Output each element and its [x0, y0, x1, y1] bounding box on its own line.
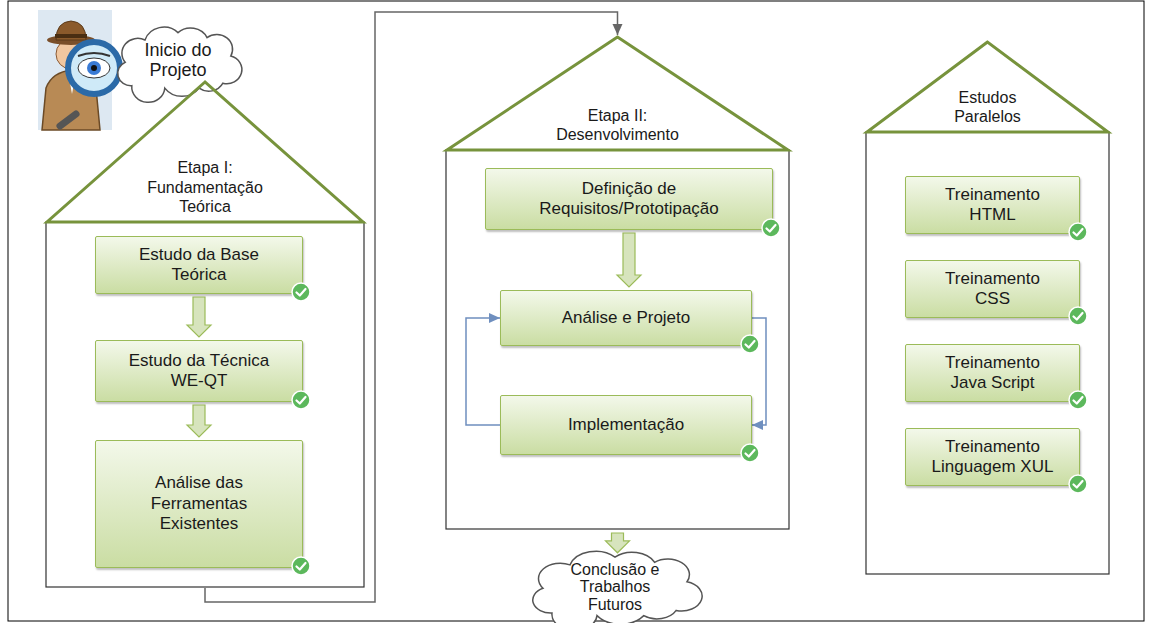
- box-label: Estudo da Técnica WE-QT: [119, 351, 279, 392]
- process-box: Análise e Projeto: [500, 290, 752, 346]
- check-mark: [746, 450, 755, 457]
- process-box: Treinamento CSS: [905, 260, 1080, 318]
- frame: [8, 1, 1144, 621]
- check-circle: [1069, 307, 1087, 325]
- stage-house: Etapa I: Fundamentação TeóricaEstudo da …: [45, 80, 365, 588]
- block-arrow: [187, 405, 211, 437]
- eyebrow: [78, 53, 110, 56]
- stage-house: Estudos ParalelosTreinamento HTML Treinam…: [865, 40, 1110, 575]
- stage-heading: Etapa II: Desenvolvimento: [543, 106, 693, 144]
- house-body: [866, 132, 1109, 574]
- check-circle: [1069, 223, 1087, 241]
- check-circle: [741, 335, 759, 353]
- process-box: Treinamento Java Script: [905, 344, 1080, 402]
- iris: [87, 61, 101, 75]
- process-box: Estudo da Técnica WE-QT: [95, 340, 303, 402]
- house-roof: [47, 82, 363, 222]
- cloud-label: Conclusão e Trabalhos Futuros: [563, 561, 668, 614]
- box-label: Treinamento Linguagem XUL: [928, 437, 1058, 478]
- detective-illustration: [38, 10, 120, 130]
- check-icon: [291, 282, 311, 302]
- check-icon: [291, 556, 311, 576]
- check-mark: [746, 341, 755, 348]
- check-mark: [1074, 481, 1083, 488]
- check-mark: [297, 397, 306, 404]
- box-label: Análise e Projeto: [562, 308, 691, 328]
- stage-heading: Estudos Paralelos: [943, 88, 1033, 126]
- process-box: Implementação: [500, 395, 752, 455]
- check-mark: [297, 563, 306, 570]
- check-circle: [741, 444, 759, 462]
- check-circle: [292, 391, 310, 409]
- connector-line: [466, 318, 500, 425]
- terminal-cloud: Conclusão e Trabalhos Futuros: [525, 548, 705, 623]
- check-icon: [761, 218, 781, 238]
- block-arrow: [606, 533, 630, 553]
- check-circle: [292, 557, 310, 575]
- box-label: Definição de Requisitos/Prototipação: [496, 179, 762, 220]
- box-label: Estudo da Base Teórica: [119, 245, 279, 286]
- cloud-label: Inicio do Projeto: [136, 41, 221, 81]
- block-arrow: [617, 233, 641, 287]
- process-box: Estudo da Base Teórica: [95, 236, 303, 294]
- check-icon: [1068, 306, 1088, 326]
- process-box: Definição de Requisitos/Prototipação: [485, 168, 773, 230]
- terminal-cloud: Inicio do Projeto: [112, 24, 244, 98]
- check-mark: [1074, 397, 1083, 404]
- process-box: Treinamento Linguagem XUL: [905, 428, 1080, 486]
- box-label: Treinamento CSS: [928, 269, 1058, 310]
- cloud-shape: [118, 27, 242, 102]
- box-label: Implementação: [568, 415, 684, 435]
- hat-band: [55, 34, 87, 38]
- house-roof: [867, 42, 1108, 132]
- box-label: Treinamento Java Script: [928, 353, 1058, 394]
- check-icon: [740, 334, 760, 354]
- process-box: Treinamento HTML: [905, 176, 1080, 234]
- stage-heading: Etapa I: Fundamentação Teórica: [135, 158, 275, 216]
- process-box: Análise das Ferramentas Existentes: [95, 440, 303, 568]
- eye: [78, 58, 110, 78]
- hat-crown: [56, 21, 86, 40]
- check-icon: [1068, 222, 1088, 242]
- check-mark: [1074, 229, 1083, 236]
- check-circle: [1069, 391, 1087, 409]
- magnifier-lens: [68, 42, 120, 94]
- block-arrow: [187, 297, 211, 337]
- connector-line: [752, 318, 766, 425]
- box-label: Treinamento HTML: [928, 185, 1058, 226]
- check-circle: [292, 283, 310, 301]
- check-circle: [762, 219, 780, 237]
- check-icon: [1068, 474, 1088, 494]
- house-roof: [447, 37, 788, 150]
- house-body: [46, 222, 364, 587]
- check-mark: [297, 289, 306, 296]
- pupil: [91, 65, 97, 71]
- check-icon: [291, 390, 311, 410]
- check-mark: [767, 225, 776, 232]
- cloud-shape: [533, 551, 702, 623]
- stage-house: Etapa II: DesenvolvimentoDefinição de Re…: [445, 35, 790, 530]
- check-mark: [1074, 313, 1083, 320]
- check-circle: [1069, 475, 1087, 493]
- check-icon: [740, 443, 760, 463]
- check-icon: [1068, 390, 1088, 410]
- box-label: Análise das Ferramentas Existentes: [134, 473, 264, 534]
- house-body: [446, 150, 789, 529]
- magnifier-handle: [60, 114, 76, 126]
